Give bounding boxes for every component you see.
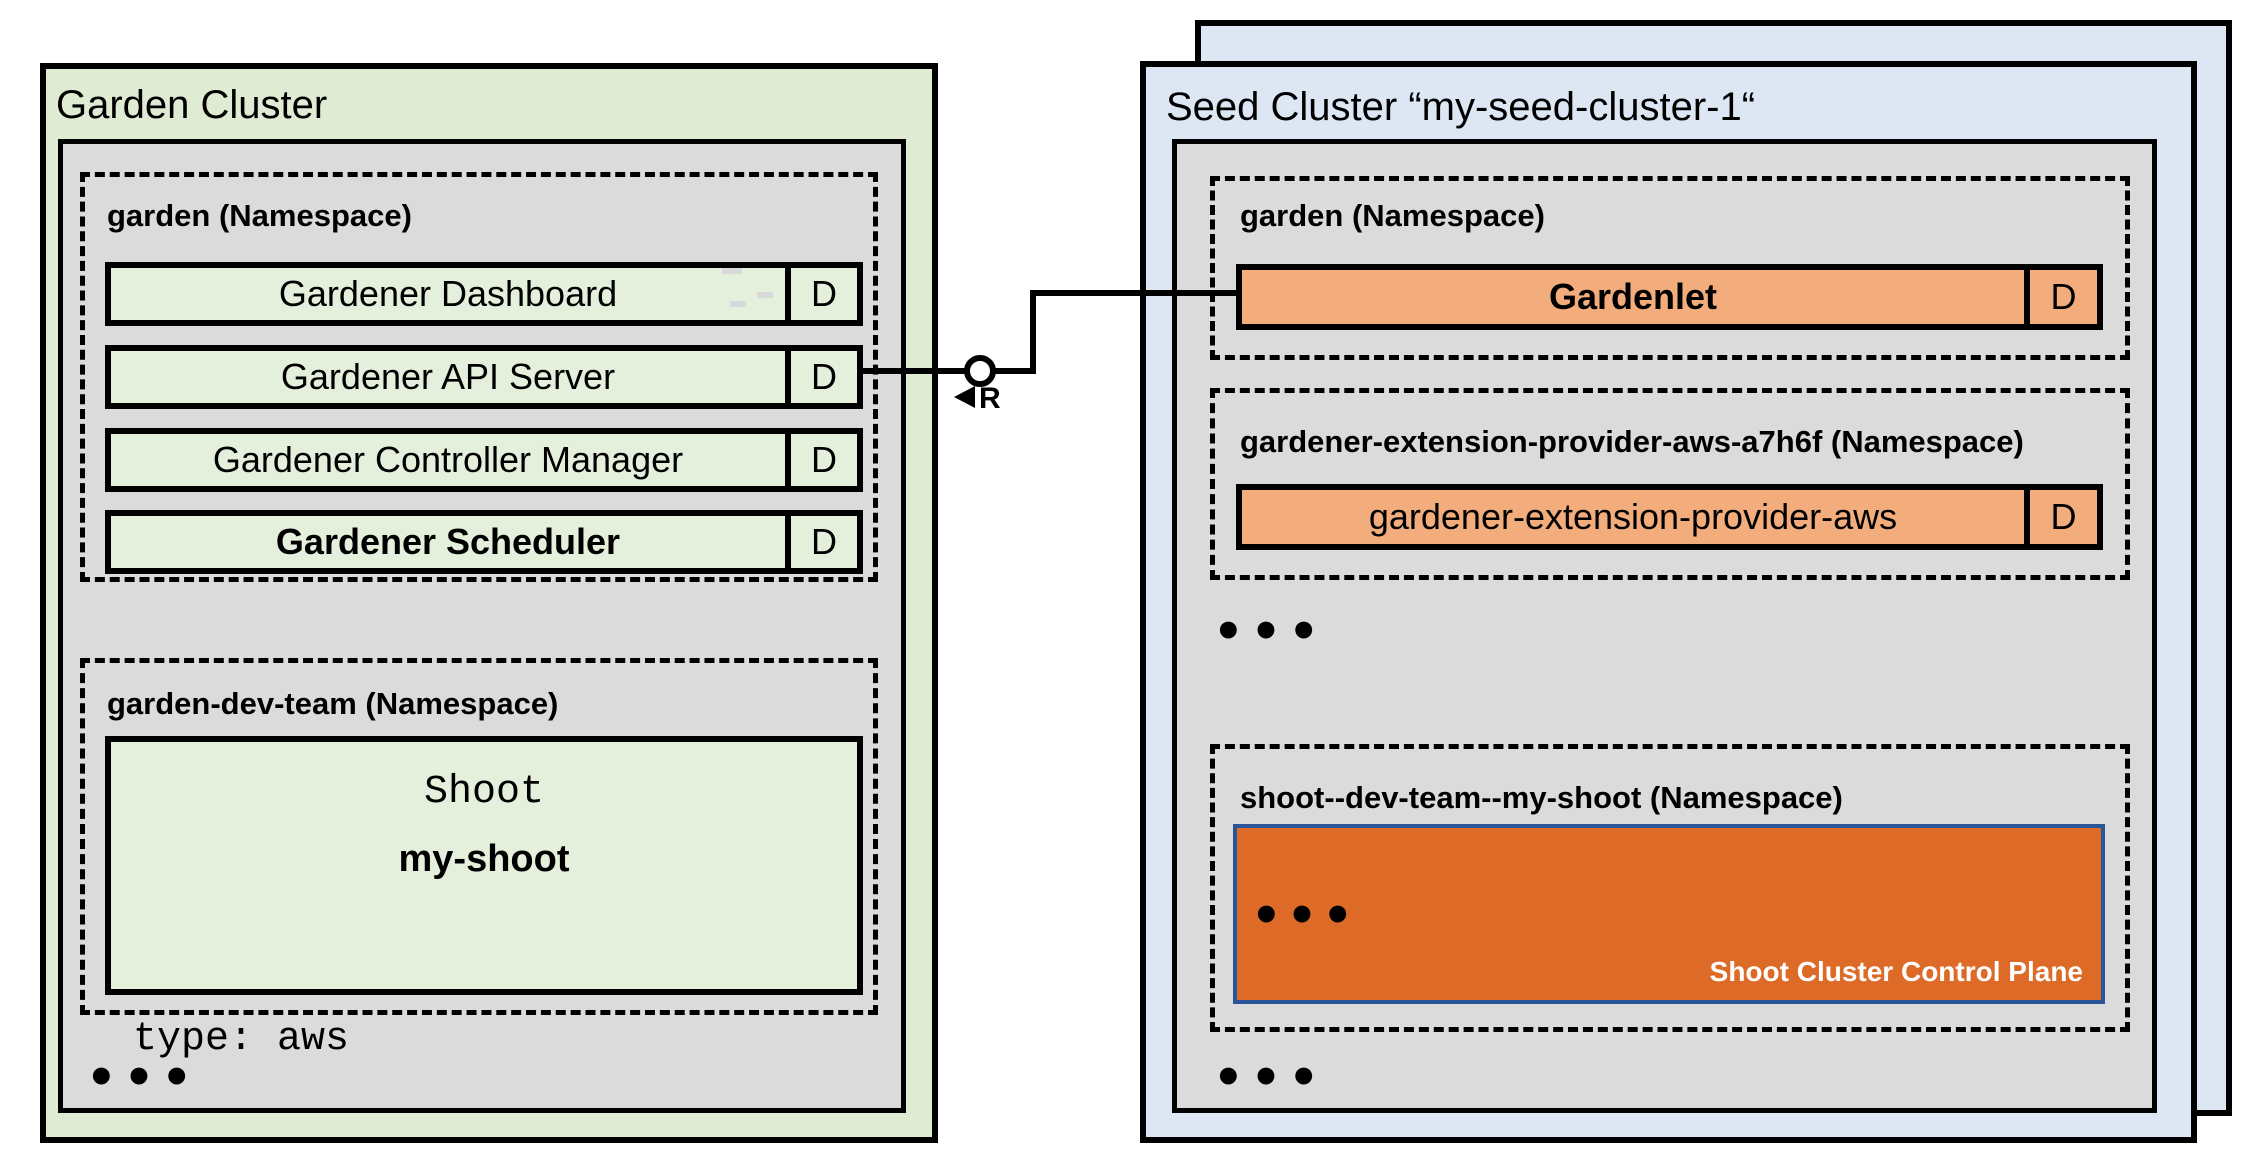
namespace-extension-box xyxy=(1210,388,2130,580)
component-label: Gardenlet xyxy=(1548,276,1718,317)
namespace-shoot-label: shoot--dev-team--my-shoot (Namespace) xyxy=(1240,780,1843,815)
component-gardener-api-server: Gardener API Server D xyxy=(105,345,863,409)
control-plane-ellipsis: ••• xyxy=(1251,888,1359,944)
component-gardener-scheduler: Gardener Scheduler D xyxy=(105,510,863,574)
component-gardener-dashboard: Gardener Dashboard D xyxy=(105,262,863,326)
connector-segment-vertical xyxy=(1030,290,1036,374)
namespace-extension-label: gardener-extension-provider-aws-a7h6f (N… xyxy=(1240,424,2024,459)
deployment-badge: D xyxy=(2024,490,2097,544)
component-label: gardener-extension-provider-aws xyxy=(1368,496,1898,537)
left-arrow-icon xyxy=(954,386,975,408)
garden-cluster-title: Garden Cluster xyxy=(56,83,328,127)
connector-segment-left xyxy=(863,368,965,374)
deployment-badge: D xyxy=(785,434,857,486)
namespace-seed-garden-box xyxy=(1210,176,2130,360)
namespace-garden-label: garden (Namespace) xyxy=(107,198,412,233)
deployment-badge: D xyxy=(785,516,857,568)
shoot-resource-card: Shoot my-shoot type: aws seedRef: my-see… xyxy=(105,736,863,1062)
seed-cluster-title: Seed Cluster “my-seed-cluster-1“ xyxy=(1166,85,1756,129)
connector-segment-mid xyxy=(993,368,1036,374)
shoot-spec-type: type: aws xyxy=(133,1017,350,1062)
component-label: Gardener Dashboard xyxy=(278,273,618,314)
shoot-name-label: my-shoot xyxy=(398,838,570,880)
namespace-shoot-box xyxy=(1210,744,2130,1032)
namespace-dev-team-label: garden-dev-team (Namespace) xyxy=(107,686,559,721)
namespace-seed-garden-label: garden (Namespace) xyxy=(1240,198,1545,233)
component-gardener-controller-manager: Gardener Controller Manager D xyxy=(105,428,863,492)
render-artifact-mark xyxy=(757,292,773,298)
deployment-badge: D xyxy=(785,351,857,403)
namespace-garden-box xyxy=(80,172,878,582)
interface-circle-icon xyxy=(964,355,996,387)
namespace-dev-team-box xyxy=(80,658,878,1015)
garden-ellipsis: ••• xyxy=(86,1050,200,1106)
seed-ellipsis-bottom: ••• xyxy=(1213,1050,1327,1106)
deployment-badge: D xyxy=(785,268,857,320)
control-plane-caption: Shoot Cluster Control Plane xyxy=(1709,956,2083,987)
connector-label-r: R xyxy=(979,382,1001,415)
component-gardenlet: Gardenlet D xyxy=(1236,264,2103,330)
deployment-badge: D xyxy=(2024,270,2097,324)
connector-segment-right xyxy=(1030,290,1236,296)
render-artifact-mark xyxy=(722,268,742,274)
component-extension-provider-aws: gardener-extension-provider-aws D xyxy=(1236,484,2103,550)
seed-ellipsis-between: ••• xyxy=(1213,604,1327,660)
component-label: Gardener API Server xyxy=(280,356,616,397)
component-label: Gardener Scheduler xyxy=(275,521,621,562)
component-label: Gardener Controller Manager xyxy=(212,439,684,480)
shoot-control-plane-box: ••• Shoot Cluster Control Plane xyxy=(1233,824,2105,1004)
shoot-kind-label: Shoot xyxy=(423,770,545,815)
render-artifact-mark xyxy=(730,301,746,307)
